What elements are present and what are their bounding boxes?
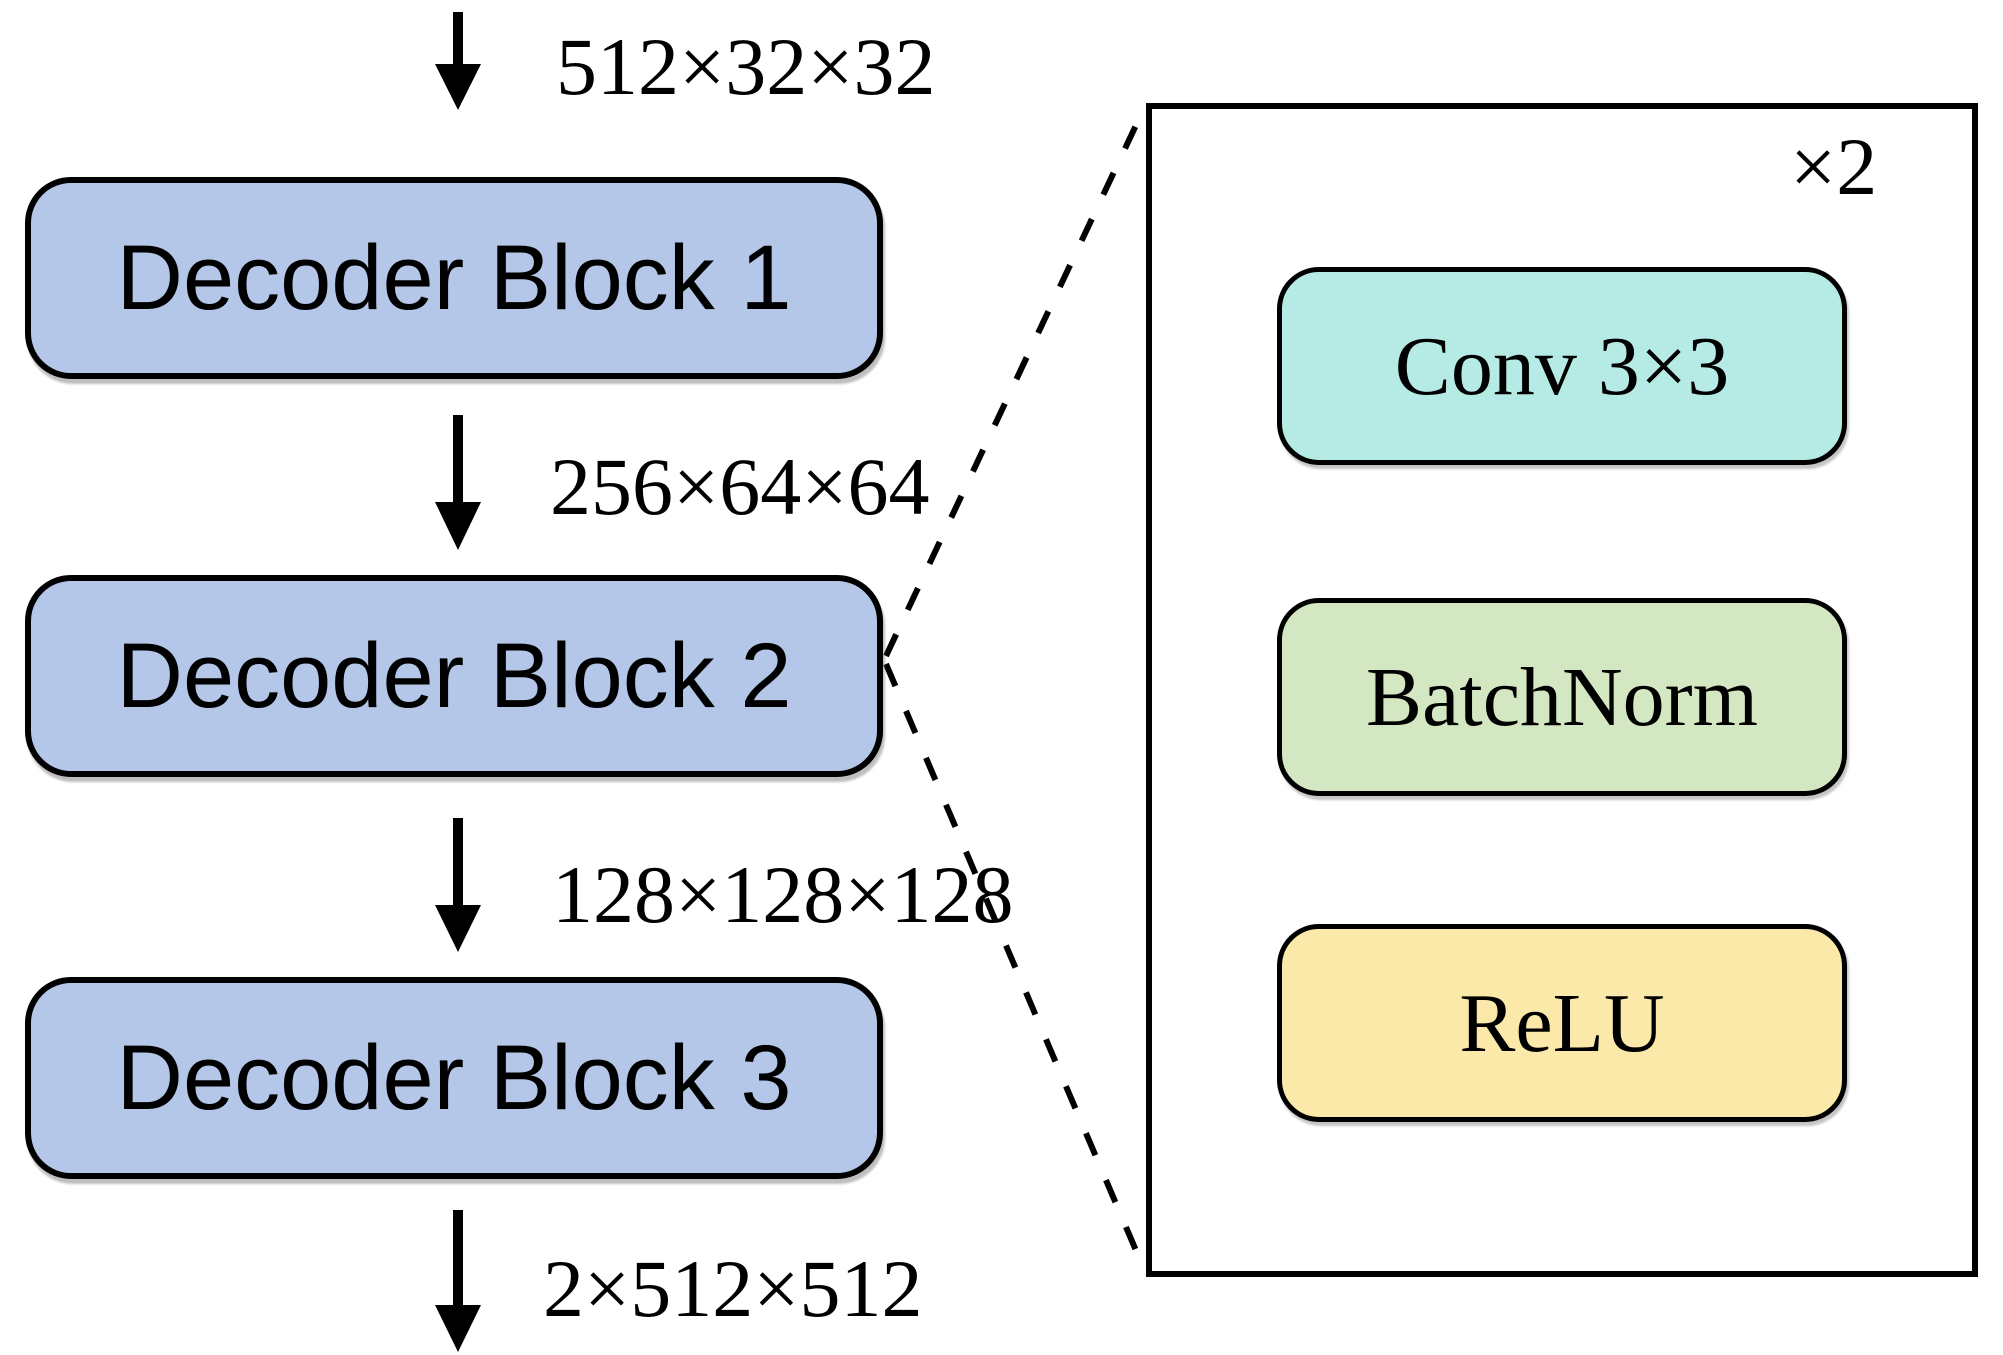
batchnorm-box: BatchNorm — [1277, 598, 1847, 796]
tensor-label-input: 512×32×32 — [556, 21, 936, 112]
batchnorm-label: BatchNorm — [1366, 650, 1758, 744]
decoder-block-3: Decoder Block 3 — [25, 977, 883, 1179]
input-arrow — [435, 12, 481, 110]
relu-label: ReLU — [1459, 976, 1665, 1070]
decoder-block-2: Decoder Block 2 — [25, 575, 883, 777]
tensor-label-output: 2×512×512 — [543, 1243, 923, 1334]
relu-box: ReLU — [1277, 924, 1847, 1122]
tensor-label-after-block2: 128×128×128 — [552, 849, 1014, 940]
repeat-times-label: ×2 — [1790, 121, 1878, 212]
arrow-block1-to-block2 — [435, 415, 481, 550]
conv-3x3-box: Conv 3×3 — [1277, 267, 1847, 465]
output-arrow — [435, 1210, 481, 1352]
zoom-callout-dashed-lines — [883, 102, 1149, 1276]
decoder-block-1: Decoder Block 1 — [25, 177, 883, 379]
tensor-label-after-block1: 256×64×64 — [550, 441, 930, 532]
arrow-block2-to-block3 — [435, 818, 481, 952]
decoder-block-2-label: Decoder Block 2 — [116, 624, 792, 727]
decoder-block-3-label: Decoder Block 3 — [116, 1026, 792, 1129]
conv-3x3-label: Conv 3×3 — [1394, 319, 1730, 413]
decoder-block-1-label: Decoder Block 1 — [116, 226, 792, 329]
